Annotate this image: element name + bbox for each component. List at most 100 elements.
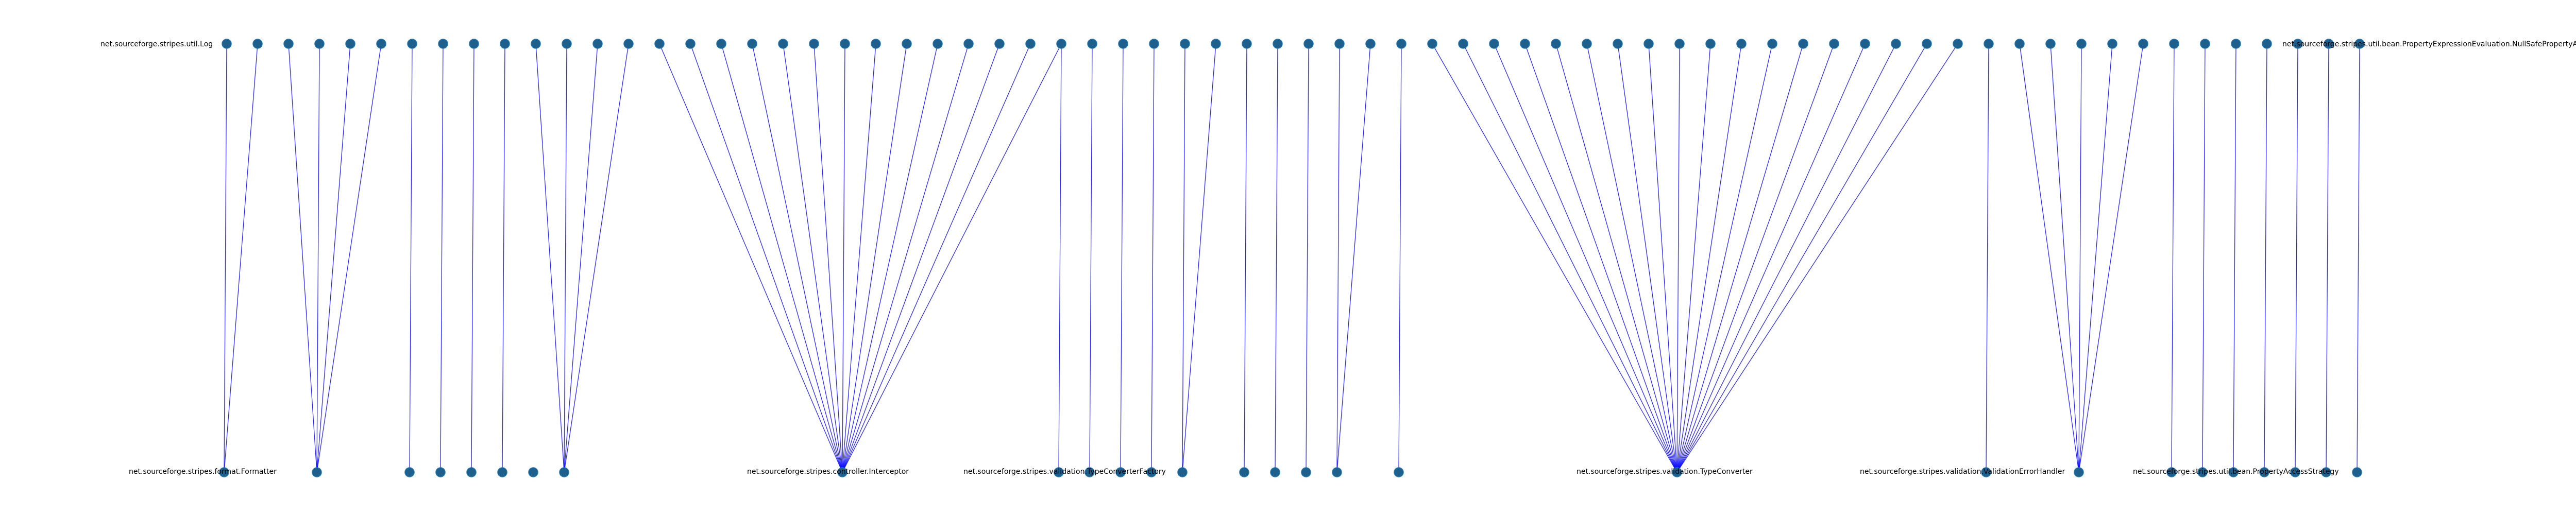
source-node	[871, 39, 881, 49]
source-node	[1891, 39, 1901, 49]
target-node	[2259, 467, 2269, 477]
dependency-edge	[1336, 43, 1371, 473]
target-node	[1239, 467, 1249, 477]
node-layer	[219, 39, 2365, 477]
source-node	[2231, 39, 2241, 49]
target-node	[2352, 467, 2362, 477]
dependency-edge	[842, 43, 845, 473]
dependency-edge	[1494, 43, 1677, 473]
source-node	[840, 39, 850, 49]
target-node	[1301, 467, 1311, 477]
source-node	[1520, 39, 1530, 49]
source-node	[1582, 39, 1592, 49]
dependency-edge	[1058, 43, 1062, 473]
source-node	[1829, 39, 1839, 49]
source-node	[1984, 39, 1994, 49]
dependency-edge	[316, 43, 320, 473]
dependency-edge	[1986, 43, 1989, 473]
source-node	[1798, 39, 1808, 49]
dependency-edge	[316, 43, 382, 473]
dependency-edge	[502, 43, 505, 473]
source-node	[407, 39, 417, 49]
source-node	[2076, 39, 2087, 49]
source-node	[1953, 39, 1963, 49]
source-node	[1242, 39, 1252, 49]
source-node	[1458, 39, 1468, 49]
source-node	[1674, 39, 1685, 49]
source-node	[592, 39, 603, 49]
dependency-edge	[224, 43, 227, 473]
dependency-edge	[564, 43, 598, 473]
target-node	[219, 467, 229, 477]
source-node	[1365, 39, 1376, 49]
dependency-edge	[752, 43, 843, 473]
dependency-edge	[1648, 43, 1677, 473]
dependency-edge	[564, 43, 629, 473]
source-node	[1613, 39, 1623, 49]
dependency-edge	[1676, 43, 1896, 473]
dependency-edge	[1676, 43, 1804, 473]
dependency-edge	[1617, 43, 1677, 473]
source-node	[2169, 39, 2179, 49]
bottom-label-validationerrorhandler: net.sourceforge.stripes.validation.Valid…	[1860, 468, 2065, 476]
source-node	[252, 39, 263, 49]
source-node	[1211, 39, 1221, 49]
dependency-edge	[1586, 43, 1677, 473]
source-node	[1149, 39, 1159, 49]
dependency-edge	[1676, 43, 1773, 473]
bottom-label-formatter: net.sourceforge.stripes.format.Formatter	[129, 468, 277, 476]
dependency-edge	[409, 43, 413, 473]
dependency-edge	[2078, 43, 2113, 473]
target-node	[1084, 467, 1095, 477]
source-node	[2138, 39, 2148, 49]
source-node	[654, 39, 665, 49]
target-node	[1394, 467, 1404, 477]
source-node	[314, 39, 325, 49]
dependency-edge	[2078, 43, 2144, 473]
source-node	[2262, 39, 2272, 49]
dependency-edge	[440, 43, 444, 473]
source-node	[963, 39, 974, 49]
source-node	[1334, 39, 1345, 49]
label-layer: net.sourceforge.stripes.util.Log net.sou…	[100, 40, 2576, 476]
target-node	[2290, 467, 2300, 477]
dependency-edge	[2078, 43, 2082, 473]
source-node	[778, 39, 788, 49]
source-node	[747, 39, 757, 49]
dependency-edge	[1676, 43, 1958, 473]
source-node	[1427, 39, 1437, 49]
dependency-edge	[564, 43, 567, 473]
dependency-edge	[1398, 43, 1402, 473]
dependency-edge	[1151, 43, 1155, 473]
dependency-edge	[1089, 43, 1093, 473]
target-node	[312, 467, 322, 477]
dependency-edge	[2019, 43, 2079, 473]
dependency-edge	[842, 43, 1062, 473]
dependency-edge	[1120, 43, 1124, 473]
target-node	[2197, 467, 2208, 477]
source-node	[1273, 39, 1283, 49]
source-node	[2045, 39, 2056, 49]
dependency-edge	[1306, 43, 1309, 473]
dependency-edge	[659, 43, 843, 473]
dependency-edge	[842, 43, 876, 473]
dependency-edge	[1182, 43, 1185, 473]
dependency-edge	[2326, 43, 2329, 473]
target-node	[466, 467, 477, 477]
bottom-label-typeconverterfactory: net.sourceforge.stripes.validation.TypeC…	[963, 468, 1166, 476]
dependency-edge	[2357, 43, 2360, 473]
edge-layer	[224, 43, 2360, 473]
source-node	[933, 39, 943, 49]
dependency-edge	[1524, 43, 1677, 473]
target-node	[1981, 467, 1991, 477]
source-node	[500, 39, 510, 49]
dependency-edge	[2050, 43, 2079, 473]
target-node	[1115, 467, 1126, 477]
dependency-edge	[814, 43, 843, 473]
top-left-node-label: net.sourceforge.stripes.util.Log	[100, 40, 213, 48]
dependency-edge	[1676, 43, 1835, 473]
dependency-edge	[316, 43, 351, 473]
source-node	[345, 39, 355, 49]
target-node	[2321, 467, 2331, 477]
target-node	[559, 467, 569, 477]
